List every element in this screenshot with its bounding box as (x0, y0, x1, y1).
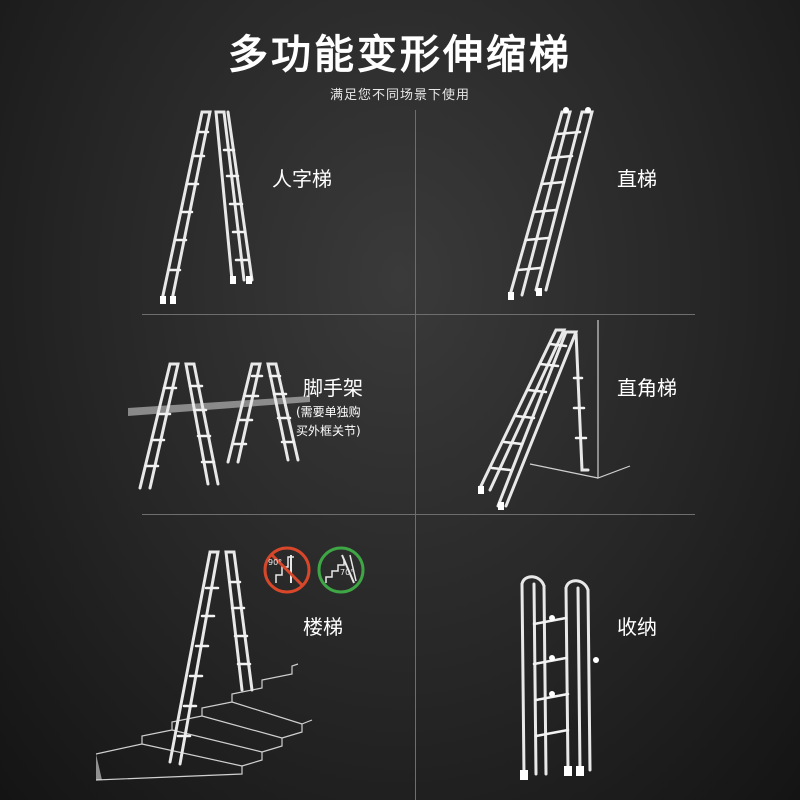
mode-label-scaffold: 脚手架 (303, 376, 363, 400)
angle-70-text: 70° (340, 568, 354, 577)
row-divider-2 (142, 514, 695, 515)
mode-label-stairs: 楼梯 (303, 615, 343, 639)
right-angle-ladder-illustration (478, 320, 631, 510)
mode-label-right-angle: 直角梯 (617, 376, 677, 400)
row-divider-1 (142, 314, 695, 315)
straight-ladder-illustration (508, 107, 594, 300)
scaffold-illustration (128, 362, 310, 490)
a-frame-ladder-illustration (160, 110, 254, 304)
mode-label-a-frame: 人字梯 (272, 167, 332, 191)
mode-label-straight: 直梯 (617, 167, 657, 191)
page-title: 多功能变形伸缩梯 (228, 32, 572, 78)
mode-note-scaffold-line1: (需要单独购 (296, 405, 361, 419)
angle-90-text: 90° (268, 558, 282, 567)
mode-note-scaffold-line2: 买外框关节) (296, 424, 361, 438)
angle-90-not-allowed-icon: 90° (263, 546, 311, 594)
page-subtitle: 满足您不同场景下使用 (329, 88, 470, 103)
center-divider (415, 110, 416, 800)
stair-ladder-illustration (95, 550, 313, 781)
angle-70-allowed-icon: 70° (317, 546, 365, 594)
folded-storage-ladder-illustration (520, 575, 599, 780)
mode-label-storage: 收纳 (617, 615, 657, 639)
